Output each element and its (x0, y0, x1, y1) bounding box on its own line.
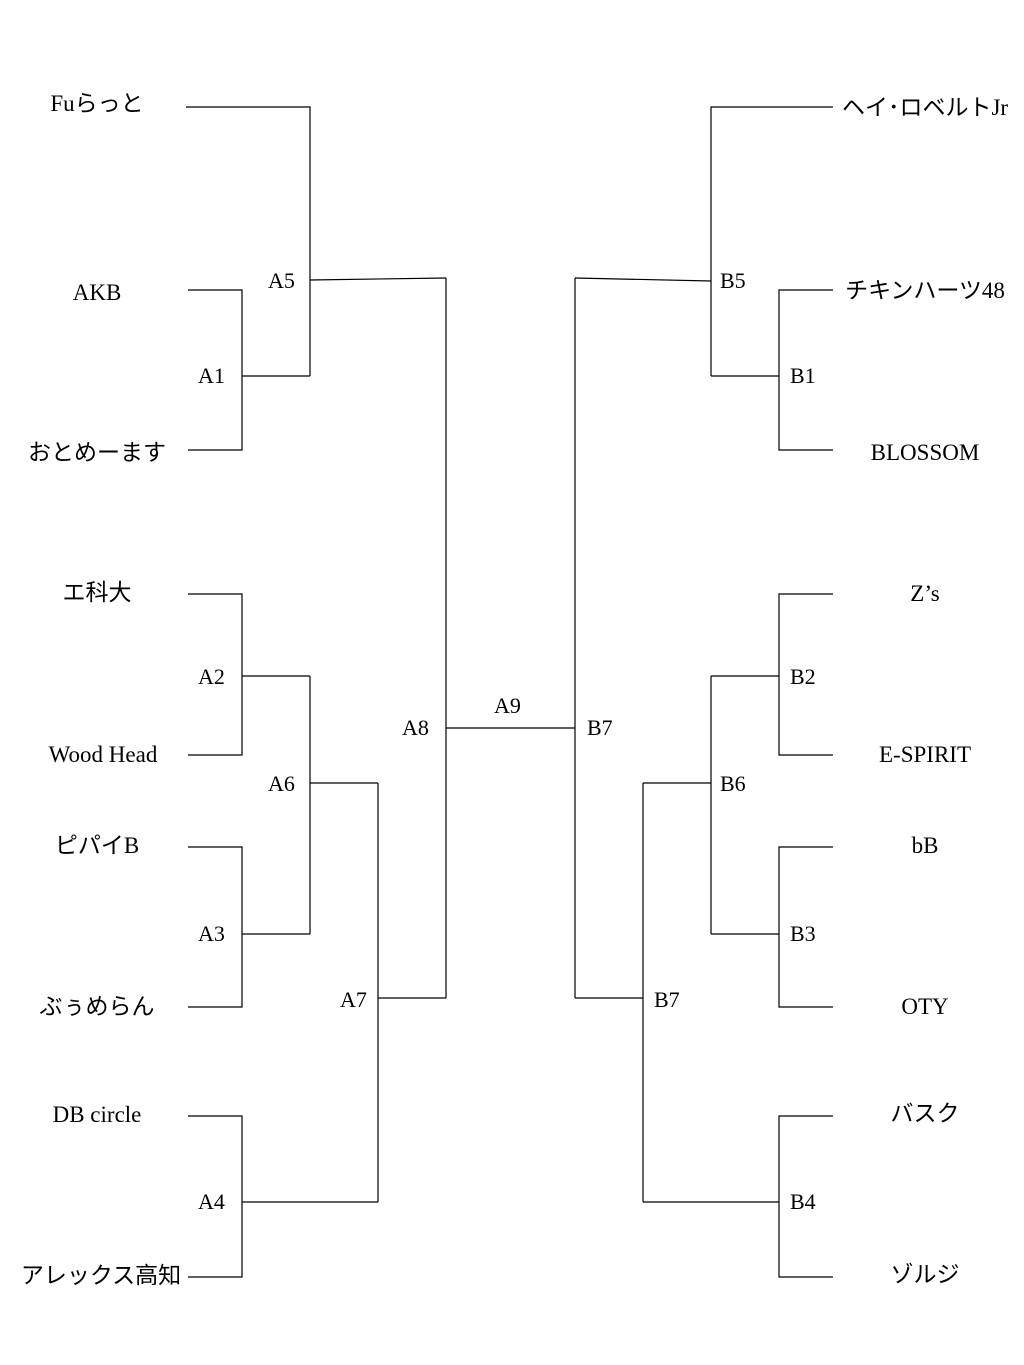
bracket-line-a5-out (309, 277, 447, 281)
team-right-1: ヘイ･ロベルトJr (841, 95, 1009, 120)
match-label-a3: A3 (198, 921, 225, 946)
team-right-9: ゾルジ (890, 1262, 960, 1287)
match-label-b7-lower: B7 (654, 987, 680, 1012)
team-left-4: エ科大 (62, 580, 132, 605)
match-label-a5: A5 (268, 268, 295, 293)
team-left-7: ぶぅめらん (39, 994, 155, 1019)
bracket-line-a3 (188, 846, 243, 1008)
bracket-line-b5-in (574, 277, 712, 282)
match-label-a1: A1 (198, 363, 225, 388)
match-label-b4: B4 (790, 1189, 816, 1214)
team-right-8: バスク (890, 1101, 960, 1126)
match-label-b1: B1 (790, 363, 816, 388)
team-left-2: AKB (72, 280, 122, 305)
bracket-line-b4 (778, 1115, 833, 1278)
team-right-7: OTY (901, 994, 949, 1019)
team-left-5: Wood Head (48, 742, 158, 767)
bracket-line-b5 (710, 106, 833, 376)
team-right-5: E-SPIRIT (879, 742, 971, 767)
match-label-b7-upper: B7 (587, 715, 613, 740)
match-label-a6: A6 (268, 771, 295, 796)
team-left-1: Fuらっと (50, 91, 144, 116)
bracket-line-a2 (188, 593, 243, 756)
match-label-b2: B2 (790, 664, 816, 689)
bracket-line-b1 (778, 289, 833, 451)
bracket-line-b2 (778, 593, 833, 756)
team-right-3: BLOSSOM (870, 440, 980, 465)
team-right-2: チキンハーツ48 (845, 278, 1005, 303)
bracket-line-a4 (188, 1115, 243, 1278)
team-right-6: bB (911, 833, 939, 858)
team-left-6: ピパイB (54, 833, 140, 858)
match-label-b5: B5 (720, 268, 746, 293)
match-label-b3: B3 (790, 921, 816, 946)
match-label-a9: A9 (494, 693, 521, 718)
match-label-a7: A7 (340, 987, 367, 1012)
match-label-a4: A4 (198, 1189, 225, 1214)
match-label-b6: B6 (720, 771, 746, 796)
team-right-4: Z’s (910, 581, 940, 606)
bracket-line-b3 (778, 846, 833, 1008)
team-left-3: おとめーます (28, 440, 166, 465)
team-left-8: DB circle (52, 1102, 142, 1127)
match-label-a8: A8 (402, 715, 429, 740)
team-left-9: アレックス高知 (20, 1263, 182, 1288)
bracket-line-a1 (188, 289, 243, 451)
match-label-a2: A2 (198, 664, 225, 689)
bracket-line-a5 (186, 106, 311, 376)
